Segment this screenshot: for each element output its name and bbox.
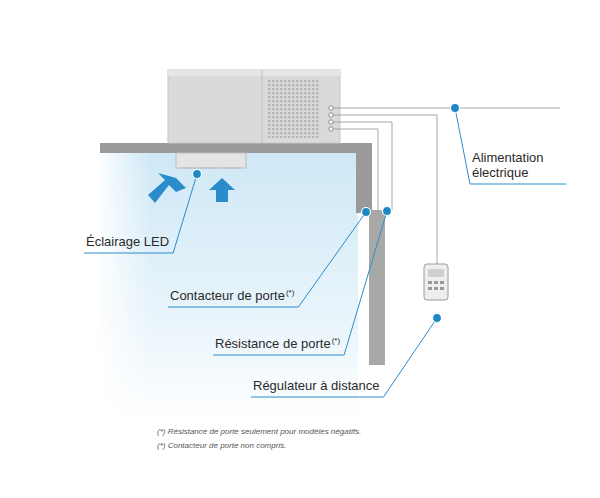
wires — [333, 108, 560, 265]
callout-label: Éclairage LED — [86, 234, 169, 249]
callout-dot — [433, 314, 442, 323]
callout-dot — [193, 170, 202, 179]
footnote: (*) Résistance de porte seulement pour m… — [157, 427, 361, 436]
terminals — [329, 106, 333, 131]
callout-dot — [383, 207, 392, 216]
callout-text: Alimentation électrique — [472, 150, 544, 180]
unit-top — [168, 70, 340, 76]
refrigeration-unit — [168, 70, 340, 143]
footnote-mark: (*) — [286, 288, 294, 297]
callout-label: Résistance de porte(*) — [215, 333, 340, 351]
condenser-grille — [268, 78, 320, 138]
callout-text: Éclairage LED — [86, 234, 169, 249]
controller-buttons — [428, 281, 444, 290]
footnote: (*) Contacteur de porte non compris. — [157, 441, 286, 450]
callout-text: Résistance de porte — [215, 336, 331, 351]
unit-divider — [262, 70, 263, 143]
footnote-text: (*) Contacteur de porte non compris. — [157, 441, 286, 450]
leader-line — [455, 108, 566, 184]
ceiling-wall — [100, 143, 372, 213]
callout-label: Régulateur à distance — [253, 378, 379, 393]
leader-line — [251, 318, 437, 397]
air-out-arrow — [148, 173, 186, 203]
leader-line — [84, 174, 197, 253]
controller-screen — [428, 269, 444, 277]
door — [369, 210, 385, 365]
callout-label: Alimentation électrique — [472, 150, 562, 180]
callout-label: Contacteur de porte(*) — [170, 285, 294, 303]
evaporator-fins — [182, 168, 240, 169]
callout-dot — [451, 104, 460, 113]
remote-controller — [424, 264, 448, 300]
leader-line — [168, 212, 366, 307]
callout-text: Contacteur de porte — [170, 288, 285, 303]
callout-dot — [362, 208, 371, 217]
callout-text: Régulateur à distance — [253, 378, 379, 393]
evaporator — [176, 153, 246, 168]
air-in-arrow — [209, 178, 235, 202]
footnote-mark: (*) — [332, 336, 340, 345]
footnote-text: (*) Résistance de porte seulement pour m… — [157, 427, 361, 436]
leader-line — [213, 211, 387, 355]
